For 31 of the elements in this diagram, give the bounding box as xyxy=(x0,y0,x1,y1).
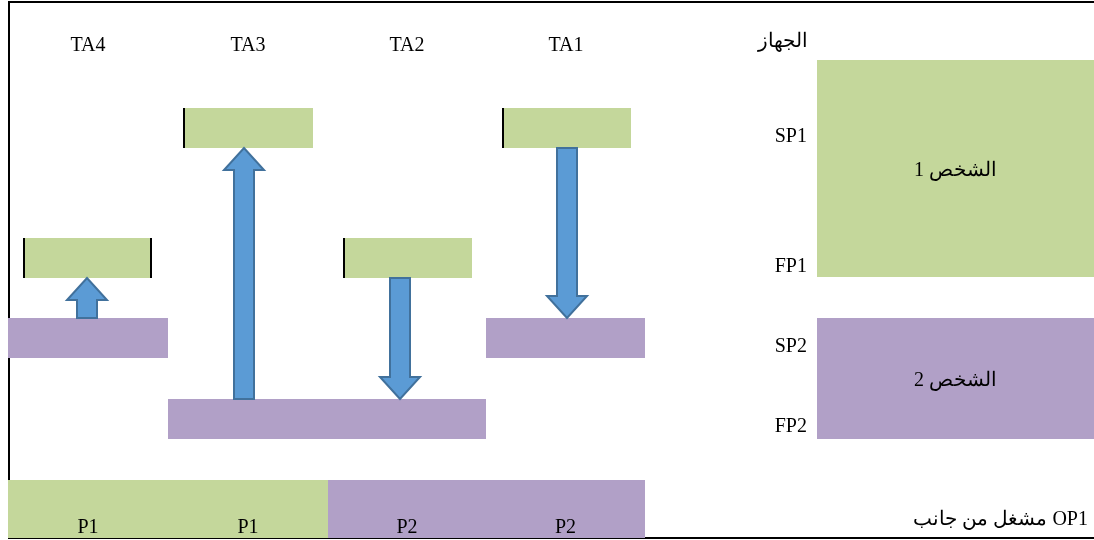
side-label: SP1 xyxy=(774,123,807,147)
time-bar xyxy=(343,238,472,278)
phase-bar xyxy=(328,480,486,538)
time-bar xyxy=(486,318,645,358)
phase-bar xyxy=(168,480,328,538)
time-bar xyxy=(168,399,486,439)
block-arrow xyxy=(377,277,423,401)
side-label: FP2 xyxy=(774,413,807,437)
axis-label: TA4 xyxy=(69,32,107,56)
time-bar xyxy=(8,318,168,358)
axis-label: TA3 xyxy=(229,32,267,56)
side-label: SP2 xyxy=(774,333,807,357)
node-label: الشخص 1 xyxy=(914,156,997,181)
phase-bar xyxy=(8,480,168,538)
axis-label: TA2 xyxy=(388,32,426,56)
side-label: FP1 xyxy=(774,253,807,277)
axis-label: OP1 مشغل من جانب xyxy=(912,506,1088,530)
node-label: P1 xyxy=(77,514,99,538)
block-arrow xyxy=(221,146,267,400)
block-arrow xyxy=(544,147,590,320)
axis-label: الجهاز xyxy=(756,28,808,52)
node-label: P1 xyxy=(237,514,259,538)
node-label: P2 xyxy=(396,514,418,538)
node-label: الشخص 2 xyxy=(914,366,997,391)
time-bar xyxy=(23,238,152,278)
phase-bar xyxy=(486,480,645,538)
node-label: P2 xyxy=(554,514,577,538)
time-bar xyxy=(502,108,631,148)
block-arrow xyxy=(64,276,110,319)
time-bar xyxy=(183,108,313,148)
axis-label: TA1 xyxy=(547,32,585,56)
